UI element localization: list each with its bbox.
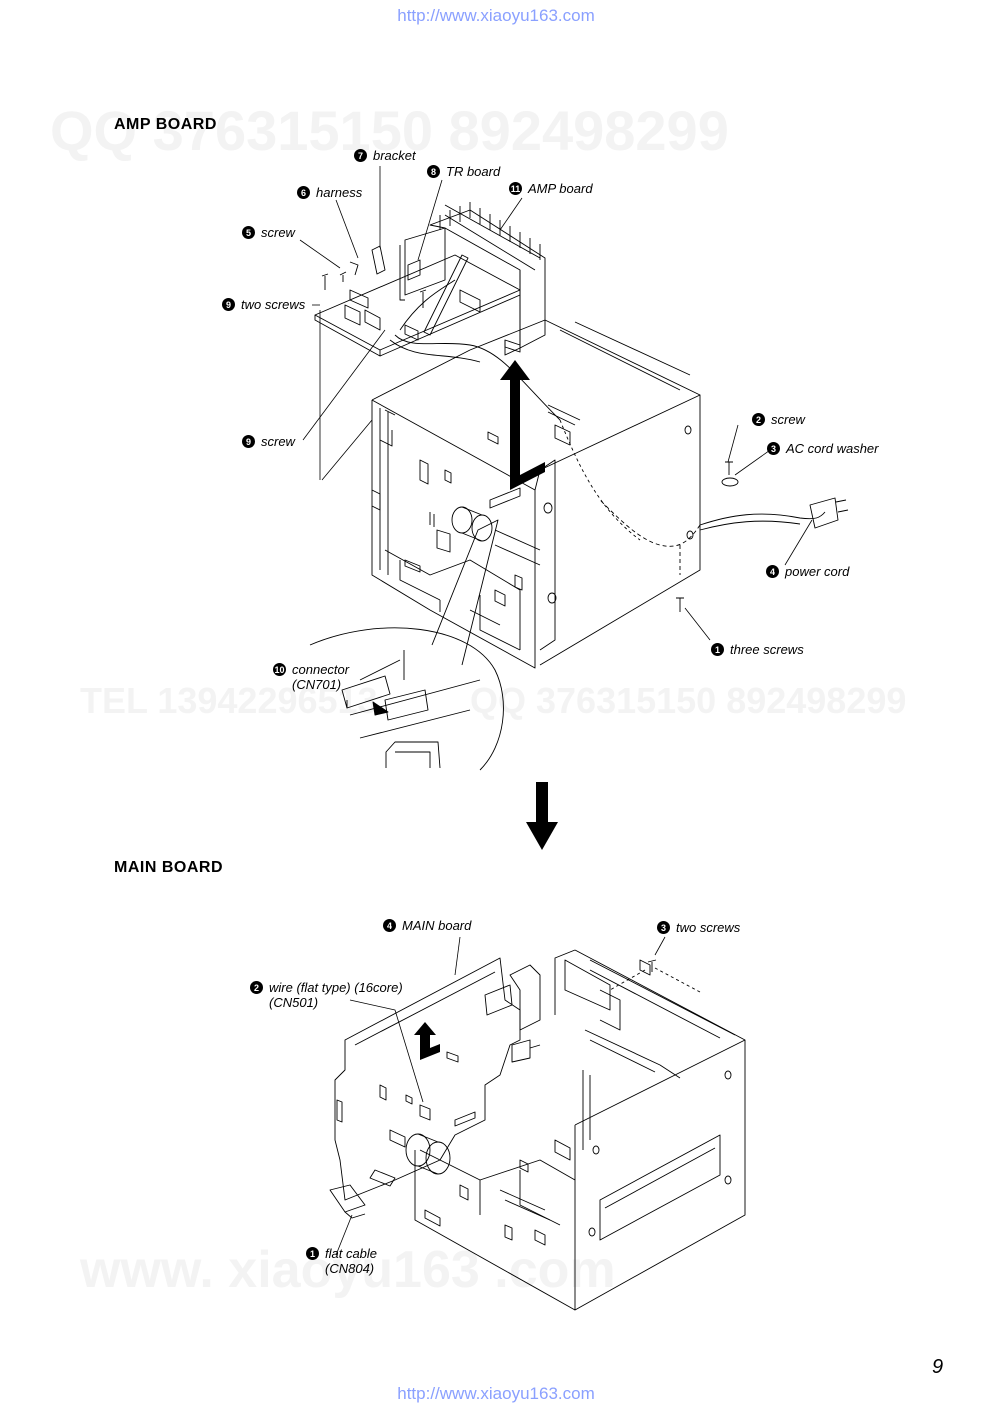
callout-number: 3 bbox=[767, 442, 780, 455]
label-three-screws: 1 three screws bbox=[711, 642, 804, 657]
label-harness: 6 harness bbox=[297, 185, 362, 200]
callout-number: 4 bbox=[766, 565, 779, 578]
footer-url[interactable]: http://www.xiaoyu163.com bbox=[397, 1384, 595, 1403]
label-two-screws-3: 3 two screws bbox=[657, 920, 740, 935]
main-leader-lines bbox=[335, 936, 666, 1256]
callout-number: 7 bbox=[354, 149, 367, 162]
label-screw-5: 5 screw bbox=[242, 225, 295, 240]
label-power-cord: 4 power cord bbox=[766, 564, 849, 579]
main-board-drawing bbox=[329, 957, 657, 1219]
callout-number: 2 bbox=[250, 981, 263, 994]
callout-number: 5 bbox=[242, 226, 255, 239]
connector-inset bbox=[309, 519, 504, 771]
callout-number: 3 bbox=[657, 921, 670, 934]
amp-board-assembly bbox=[314, 202, 561, 421]
callout-number: 6 bbox=[297, 186, 310, 199]
callout-number: 1 bbox=[711, 643, 724, 656]
label-bracket: 7 bracket bbox=[354, 148, 416, 163]
callout-number: 2 bbox=[752, 413, 765, 426]
label-tr-board: 8 TR board bbox=[427, 164, 500, 179]
label-screw-9: 9 screw bbox=[242, 434, 295, 449]
label-wire-flat-type: 2 wire (flat type) (16core) (CN501) bbox=[250, 980, 403, 1010]
callout-number: 9 bbox=[242, 435, 255, 448]
label-ac-cord-washer: 3 AC cord washer bbox=[767, 441, 878, 456]
callout-number: 10 bbox=[273, 663, 286, 676]
label-amp-board: 11 AMP board bbox=[509, 181, 593, 196]
callout-number: 11 bbox=[509, 182, 522, 195]
main-board-title: MAIN BOARD bbox=[114, 859, 223, 876]
callout-number: 8 bbox=[427, 165, 440, 178]
callout-number: 1 bbox=[306, 1247, 319, 1260]
callout-number: 4 bbox=[383, 919, 396, 932]
label-flat-cable: 1 flat cable (CN804) bbox=[306, 1246, 377, 1276]
main-chassis bbox=[414, 949, 746, 1311]
page-number: 9 bbox=[932, 1356, 944, 1378]
label-screw-2: 2 screw bbox=[752, 412, 805, 427]
callout-number: 9 bbox=[222, 298, 235, 311]
amp-up-arrow bbox=[500, 360, 545, 490]
label-connector: 10 connector (CN701) bbox=[273, 662, 350, 692]
power-cord-drawing bbox=[559, 419, 849, 612]
amp-chassis bbox=[371, 319, 701, 669]
amp-board-title: AMP BOARD bbox=[114, 116, 217, 133]
down-arrow bbox=[526, 782, 558, 850]
label-main-board: 4 MAIN board bbox=[383, 918, 471, 933]
header-url[interactable]: http://www.xiaoyu163.com bbox=[397, 6, 595, 25]
amp-leader-lines bbox=[299, 166, 813, 641]
label-two-screws-9: 9 two screws bbox=[222, 297, 305, 312]
